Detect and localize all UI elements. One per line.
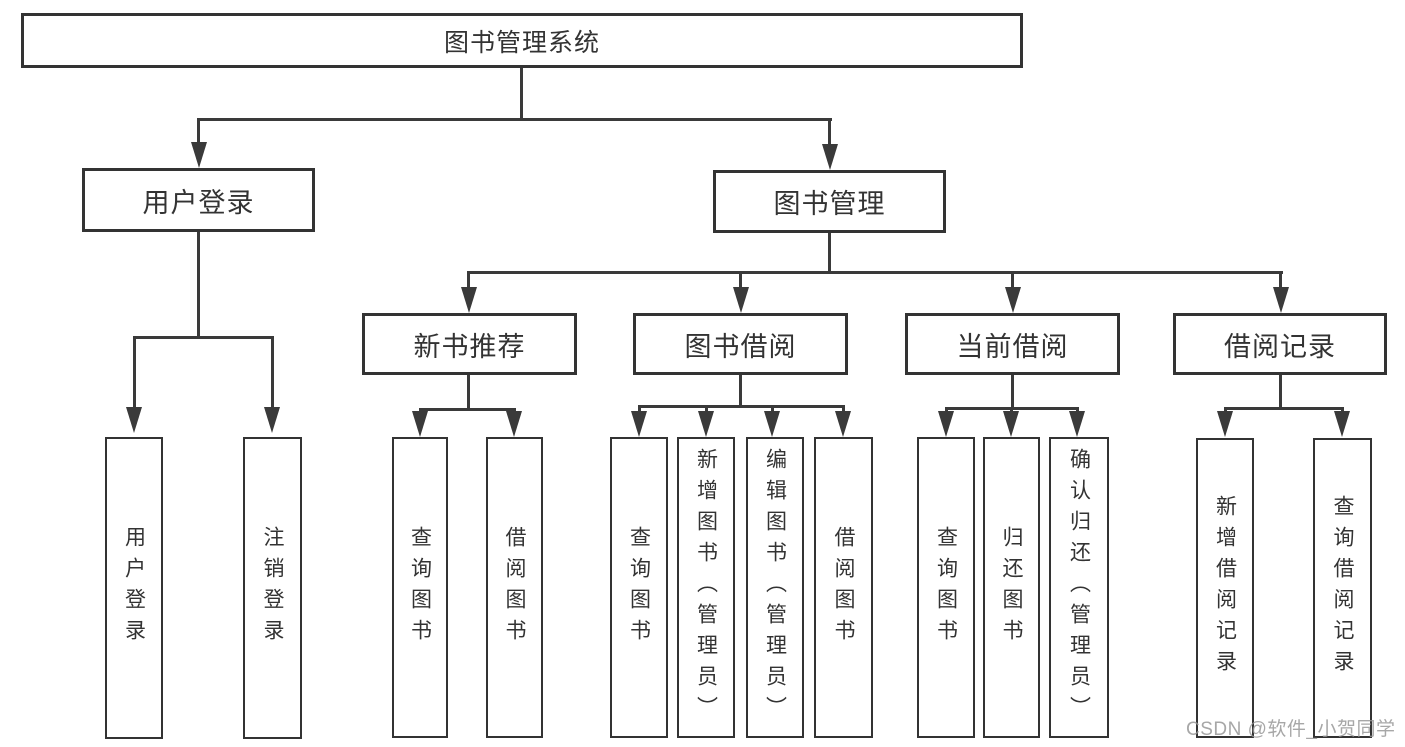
connector-line: [739, 271, 742, 291]
node-borrow-records: 借阅记录: [1173, 313, 1387, 375]
leaf-query-book-borrow: 查询图书: [610, 437, 668, 738]
connector-line: [1224, 407, 1344, 410]
node-book-borrow-label: 图书借阅: [684, 331, 797, 362]
node-current-borrow-label: 当前借阅: [956, 331, 1069, 362]
leaf-add-borrow-record: 新增借阅记录: [1196, 438, 1254, 738]
leaf-add-book-admin: 新增图书（管理员）: [677, 437, 735, 738]
connector-line: [1076, 407, 1079, 413]
arrowhead-down-icon: [764, 411, 780, 437]
leaf-query-book-recommend-label: 查询图书: [408, 525, 432, 650]
connector-line: [1010, 407, 1013, 413]
node-book-management-label: 图书管理: [773, 189, 886, 219]
connector-line: [1011, 271, 1014, 291]
arrowhead-down-icon: [264, 407, 280, 433]
node-borrow-records-label: 借阅记录: [1224, 331, 1336, 362]
connector-line: [1279, 271, 1282, 291]
node-book-borrow: 图书借阅: [633, 313, 848, 375]
leaf-query-borrow-record-label: 查询借阅记录: [1331, 495, 1354, 681]
leaf-add-borrow-record-label: 新增借阅记录: [1213, 495, 1237, 681]
arrowhead-down-icon: [822, 144, 838, 170]
arrowhead-down-icon: [733, 287, 749, 313]
connector-line: [828, 233, 831, 271]
arrowhead-down-icon: [1217, 411, 1233, 437]
connector-line: [271, 336, 274, 411]
arrowhead-down-icon: [191, 142, 207, 168]
connector-line: [945, 407, 948, 413]
node-root-label: 图书管理系统: [443, 28, 600, 57]
connector-line: [739, 375, 742, 405]
leaf-user-login: 用户登录: [105, 437, 163, 739]
connector-line: [133, 336, 136, 411]
connector-line: [638, 405, 845, 408]
leaf-borrow-book-recommend: 借阅图书: [486, 437, 543, 738]
connector-line: [198, 118, 832, 121]
arrowhead-down-icon: [835, 411, 851, 437]
connector-line: [842, 405, 845, 413]
leaf-query-book-borrow-label: 查询图书: [627, 525, 651, 650]
arrowhead-down-icon: [1069, 411, 1085, 437]
leaf-confirm-return-admin-label: 确认归还（管理员）: [1067, 448, 1091, 727]
connector-line: [197, 118, 200, 148]
arrowhead-down-icon: [506, 411, 522, 437]
node-current-borrow: 当前借阅: [905, 313, 1120, 375]
leaf-query-borrow-record: 查询借阅记录: [1313, 438, 1372, 738]
leaf-edit-book-admin: 编辑图书（管理员）: [746, 437, 804, 738]
leaf-logout: 注销登录: [243, 437, 302, 739]
connector-line: [1279, 375, 1282, 407]
connector-line: [1341, 407, 1344, 413]
arrowhead-down-icon: [461, 287, 477, 313]
leaf-borrow-book-recommend-label: 借阅图书: [503, 525, 526, 650]
arrowhead-down-icon: [126, 407, 142, 433]
node-book-management: 图书管理: [713, 170, 946, 233]
leaf-return-book: 归还图书: [983, 437, 1040, 738]
csdn-watermark: CSDN @软件_小贺同学: [1186, 719, 1396, 740]
connector-line: [705, 405, 708, 413]
connector-line: [468, 271, 1283, 274]
node-new-book-recommend: 新书推荐: [362, 313, 577, 375]
connector-line: [133, 336, 274, 339]
leaf-query-book-current: 查询图书: [917, 437, 975, 738]
connector-line: [828, 118, 831, 148]
node-user-login-label: 用户登录: [142, 187, 255, 218]
arrowhead-down-icon: [698, 411, 714, 437]
arrowhead-down-icon: [412, 411, 428, 437]
leaf-confirm-return-admin: 确认归还（管理员）: [1049, 437, 1109, 738]
arrowhead-down-icon: [1334, 411, 1350, 437]
leaf-user-login-label: 用户登录: [122, 526, 146, 650]
leaf-borrow-book-label: 借阅图书: [832, 525, 855, 650]
connector-line: [197, 232, 200, 336]
leaf-query-book-current-label: 查询图书: [934, 525, 958, 650]
leaf-query-book-recommend: 查询图书: [392, 437, 448, 738]
leaf-return-book-label: 归还图书: [1000, 525, 1023, 650]
connector-line: [771, 405, 774, 413]
node-new-book-recommend-label: 新书推荐: [413, 331, 526, 362]
connector-line: [467, 375, 470, 408]
arrowhead-down-icon: [1273, 287, 1289, 313]
connector-line: [638, 405, 641, 413]
node-user-login: 用户登录: [82, 168, 315, 232]
leaf-add-book-admin-label: 新增图书（管理员）: [694, 448, 718, 727]
leaf-edit-book-admin-label: 编辑图书（管理员）: [763, 448, 787, 727]
arrowhead-down-icon: [938, 411, 954, 437]
arrowhead-down-icon: [1003, 411, 1019, 437]
connector-line: [467, 271, 470, 291]
connector-line: [1011, 375, 1014, 407]
connector-line: [419, 408, 516, 411]
connector-line: [1224, 407, 1227, 413]
arrowhead-down-icon: [631, 411, 647, 437]
connector-line: [520, 68, 523, 118]
node-root: 图书管理系统: [21, 13, 1023, 68]
leaf-logout-label: 注销登录: [261, 526, 284, 650]
arrowhead-down-icon: [1005, 287, 1021, 313]
leaf-borrow-book: 借阅图书: [814, 437, 873, 738]
